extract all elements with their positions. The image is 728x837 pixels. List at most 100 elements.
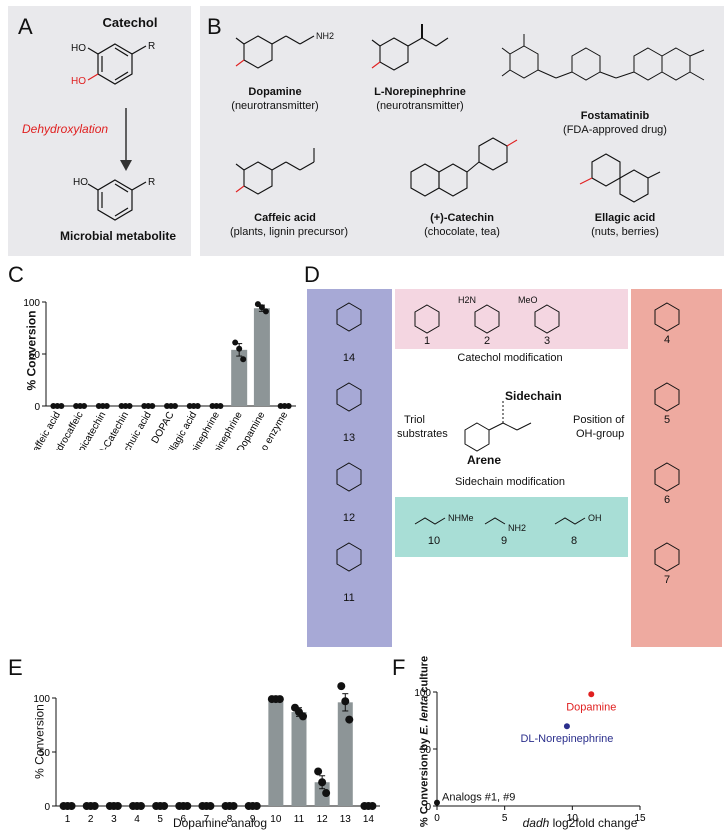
data-point: [258, 304, 265, 311]
data-point: [217, 403, 224, 409]
dopamine-nh2: NH2: [316, 31, 335, 41]
data-point: [262, 308, 269, 315]
panel-a-title: Catechol: [102, 15, 158, 30]
x-tick-label: 2: [88, 814, 94, 825]
catechin-name: (+)-Catechin: [430, 212, 494, 224]
scatter-point-label: Analogs #1, #9: [442, 792, 515, 804]
x-tick-label: 5: [502, 813, 508, 824]
compound-4-label: 4: [663, 334, 671, 346]
data-point: [236, 345, 243, 352]
bar: [231, 349, 248, 406]
y-tick-label: 50: [29, 350, 41, 361]
data-point: [90, 802, 99, 810]
catechol-r: R: [148, 41, 156, 52]
metabolite-structure: [87, 179, 147, 221]
panel-a-product: Microbial metabolite: [59, 229, 177, 243]
compound-8-group: OH: [588, 513, 602, 523]
data-point: [183, 802, 192, 810]
compound-13-label: 13: [342, 432, 356, 444]
ellagic-acid-structure: [579, 153, 661, 203]
scatter-point: [588, 691, 595, 698]
compound-6-label: 6: [663, 494, 671, 506]
caffeic-acid-desc: (plants, lignin precursor): [230, 226, 348, 238]
x-tick-label: 10: [270, 814, 282, 825]
data-point: [252, 802, 261, 810]
compound-7-label: 7: [663, 574, 671, 586]
x-tick-label: 1: [65, 814, 71, 825]
catechol-ho-top: HO: [71, 43, 86, 54]
y-tick-label: 0: [425, 802, 431, 813]
bar: [314, 782, 330, 806]
catechol-modification-label: Catechol modification: [457, 352, 563, 364]
data-point: [137, 802, 145, 810]
x-tick-label: 0: [434, 813, 440, 824]
x-tick-label: 10: [567, 813, 579, 824]
panel-d-sidechain-box: [395, 497, 628, 557]
scatter-point-label: DL-Norepinephrine: [520, 733, 613, 745]
data-point: [368, 802, 377, 810]
chart-c-ylabel: % Conversion: [24, 310, 39, 391]
norepinephrine-name: L-Norepinephrine: [374, 86, 466, 98]
bar: [337, 702, 353, 806]
x-tick-label: 15: [634, 813, 646, 824]
dehydroxylation-label: Dehydroxylation: [22, 122, 109, 136]
panel-a: [8, 6, 191, 256]
compound-14-label: 14: [342, 352, 356, 364]
reaction-arrow: [120, 108, 132, 171]
norepinephrine-structure: [371, 24, 449, 71]
chart-f-ylabel-suffix: culture: [418, 655, 431, 696]
data-point: [232, 339, 239, 346]
y-tick-label: 50: [39, 748, 51, 759]
scatter-point-label: Dopamine: [566, 701, 616, 713]
chart-f-ylabel-italic: E. lenta: [418, 695, 431, 735]
data-point: [172, 403, 178, 409]
x-tick-label: 13: [340, 814, 352, 825]
x-tick-label: 6: [181, 814, 187, 825]
catechol-structure: [87, 43, 147, 85]
catechin-structure: [410, 137, 518, 197]
compound-8-label: 8: [570, 535, 578, 547]
panel-b-letter: B: [207, 14, 222, 39]
data-point: [299, 712, 307, 721]
x-tick-label: 3: [111, 814, 117, 825]
scatter-point: [434, 799, 440, 806]
x-tick-label: 8: [227, 814, 233, 825]
y-tick-label: 100: [23, 298, 40, 309]
panel-f-letter: F: [392, 655, 406, 680]
compound-2-group: H2N: [458, 295, 477, 305]
triol-substrates-label-1: Triol: [404, 414, 425, 426]
metabolite-r: R: [148, 177, 156, 188]
panel-d-structures: [336, 302, 680, 572]
ellagic-acid-name: Ellagic acid: [594, 212, 656, 224]
data-point: [58, 403, 65, 409]
compound-5-label: 5: [663, 414, 671, 426]
data-point: [275, 695, 284, 704]
panel-d-catechol-box: [395, 289, 628, 349]
data-point: [337, 682, 346, 691]
data-point: [318, 778, 327, 787]
fostamatinib-desc: (FDA-approved drug): [563, 124, 667, 136]
x-tick-label: 11: [294, 814, 305, 825]
x-tick-label: 7: [204, 814, 210, 825]
triol-substrates-label-2: substrates: [397, 428, 448, 440]
data-point: [149, 403, 156, 409]
fostamatinib-name: Fostamatinib: [580, 110, 650, 122]
data-point: [341, 697, 350, 706]
chart-f-xlabel: dadh log2fold change: [500, 817, 660, 830]
bar: [291, 712, 307, 806]
sidechain-label: Sidechain: [505, 389, 562, 403]
sidechain-modification-label: Sidechain modification: [454, 476, 566, 488]
caffeic-acid-structure: [235, 148, 315, 195]
compound-11-label: 11: [343, 592, 355, 604]
data-point: [67, 802, 76, 810]
arene-label: Arene: [467, 453, 502, 467]
chart-e-ylabel: % Conversion: [32, 704, 47, 779]
data-point: [314, 767, 323, 776]
chart-f-ylabel: % Conversion by E. lenta culture: [419, 647, 432, 837]
compound-2-label: 2: [483, 335, 491, 347]
compound-9-label: 9: [500, 535, 508, 547]
fostamatinib-structure: [501, 34, 705, 81]
ellagic-acid-desc: (nuts, berries): [591, 226, 659, 238]
compound-10-label: 10: [427, 535, 441, 547]
